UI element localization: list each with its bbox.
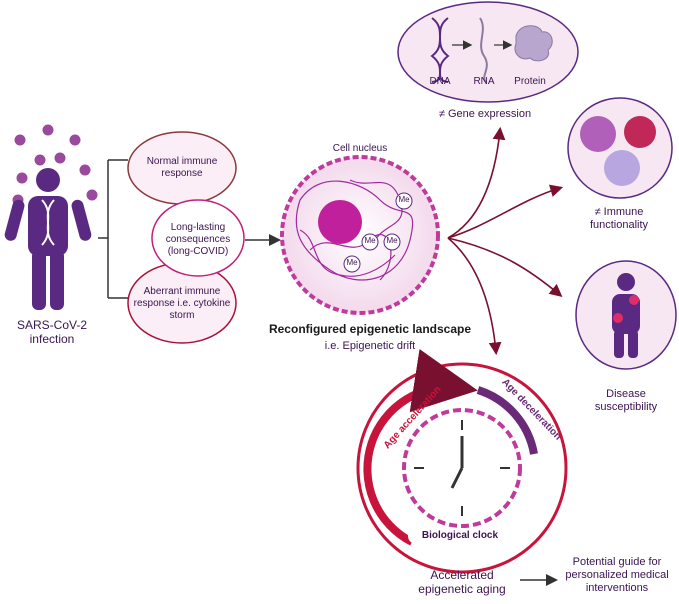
methyl-mark-text-1: Me — [398, 195, 410, 204]
clock-icon — [414, 420, 510, 516]
virus-particles-icon — [12, 124, 98, 206]
dna-label: DNA — [429, 76, 451, 87]
dna-icon — [430, 17, 450, 83]
methyl-mark-3 — [383, 233, 401, 251]
methyl-mark-1 — [395, 192, 413, 210]
normal-response-label: Normal immune response — [146, 156, 218, 179]
rna-icon — [479, 17, 488, 83]
age-deceleration-arc — [476, 386, 538, 455]
methyl-mark-2 — [361, 233, 379, 251]
disease-susceptibility-label: Disease susceptibility — [594, 388, 658, 414]
epigenetic-drift-subtitle: i.e. Epigenetic drift — [324, 340, 416, 352]
long-covid-bubble — [151, 199, 245, 277]
long-covid-label: Long-lasting consequences (long-COVID) — [165, 222, 231, 257]
cell-nucleus-label: Cell nucleus — [332, 143, 388, 154]
infection-label: SARS-CoV-2 infection — [16, 318, 88, 347]
personalized-guide-label: Potential guide for personalized medical… — [565, 556, 669, 595]
immune-functionality-label: ≠ Immune functionality — [589, 206, 649, 232]
protein-label: Protein — [514, 76, 546, 87]
methyl-mark-4 — [343, 255, 361, 273]
dna-clock-ring — [402, 408, 522, 528]
infected-person-icon — [4, 168, 92, 310]
immune-cell-2-icon — [624, 116, 656, 148]
rna-label: RNA — [473, 76, 495, 87]
epigenetic-landscape-title: Reconfigured epigenetic landscape — [268, 322, 472, 336]
biological-clock-banner — [408, 528, 512, 544]
methyl-mark-text-3: Me — [386, 236, 398, 245]
age-acceleration-arc — [363, 349, 478, 546]
biological-clock-label: Biological clock — [421, 530, 499, 541]
protein-icon — [514, 25, 553, 62]
gene-expression-label: ≠ Gene expression — [438, 108, 532, 120]
outcome-arrows — [447, 126, 564, 356]
immune-cell-3-icon — [604, 150, 640, 186]
immune-cell-1-icon — [580, 116, 616, 152]
cell-nucleus-icon — [280, 155, 440, 315]
methyl-mark-text-2: Me — [364, 236, 376, 245]
accelerated-aging-label: Accelerated epigenetic aging — [418, 568, 506, 597]
response-bracket — [98, 159, 128, 299]
aberrant-response-label: Aberrant immune response i.e. cytokine s… — [133, 286, 231, 321]
methyl-mark-text-4: Me — [346, 258, 358, 267]
